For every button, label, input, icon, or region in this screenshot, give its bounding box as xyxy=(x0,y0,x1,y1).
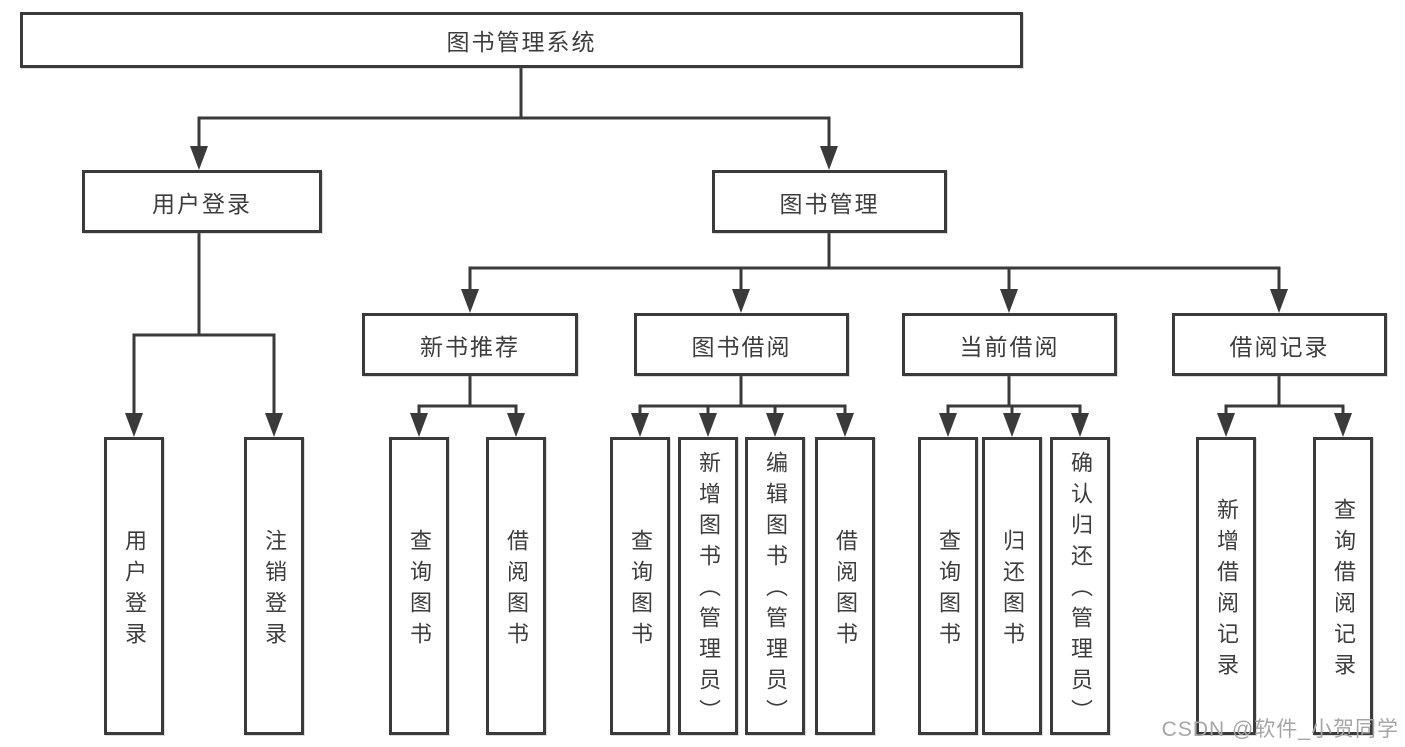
csdn-watermark: CSDN @软件_小贺同学 xyxy=(1161,718,1399,741)
leaf-label: 确认归还（管理员） xyxy=(1068,451,1093,730)
node-new-book-recommend: 新书推荐 xyxy=(362,313,578,376)
leaf-label: 查询图书 xyxy=(936,528,961,653)
edge-currentborrow-rail xyxy=(946,404,1082,418)
leaf-label: 查询图书 xyxy=(407,528,432,653)
leaf-label: 借阅图书 xyxy=(504,528,529,653)
arrowhead xyxy=(1000,289,1018,313)
leaf-return-book: 归还图书 xyxy=(982,437,1042,735)
arrowhead xyxy=(461,289,479,313)
leaf-confirm-return-admin: 确认归还（管理员） xyxy=(1050,437,1110,735)
arrowhead xyxy=(631,413,649,437)
arrowhead xyxy=(1071,413,1089,437)
edge-records-rail xyxy=(1224,404,1345,418)
arrowhead xyxy=(507,413,525,437)
arrowhead xyxy=(125,413,143,437)
edge-bookborrow-rail xyxy=(638,404,847,418)
arrowhead xyxy=(699,413,717,437)
node-book-borrow: 图书借阅 xyxy=(634,313,849,376)
leaf-label: 归还图书 xyxy=(1000,528,1025,653)
leaf-label: 用户登录 xyxy=(122,528,147,653)
arrowhead xyxy=(820,146,838,170)
arrowhead xyxy=(732,289,750,313)
leaf-label: 查询借阅记录 xyxy=(1331,497,1356,684)
arrowhead xyxy=(1003,413,1021,437)
node-book-management: 图书管理 xyxy=(712,170,947,233)
leaf-user-login: 用户登录 xyxy=(104,437,164,735)
node-current-borrow: 当前借阅 xyxy=(902,313,1117,376)
arrowhead xyxy=(410,413,428,437)
edge-bookmgmt-rail xyxy=(468,266,1281,292)
arrowhead xyxy=(836,413,854,437)
leaf-add-borrow-record: 新增借阅记录 xyxy=(1196,437,1256,735)
edge-root-rail xyxy=(197,116,831,150)
leaf-label: 借阅图书 xyxy=(833,528,858,653)
arrowhead xyxy=(766,413,784,437)
node-root-library-system: 图书管理系统 xyxy=(20,12,1023,68)
edge-userlogin-rail xyxy=(132,333,276,418)
leaf-query-borrow-record: 查询借阅记录 xyxy=(1313,437,1373,735)
leaf-label: 注销登录 xyxy=(262,528,287,653)
leaf-edit-book-admin: 编辑图书（管理员） xyxy=(745,437,805,735)
leaf-query-books-recommend: 查询图书 xyxy=(389,437,449,735)
arrowhead xyxy=(190,146,208,170)
node-borrow-records: 借阅记录 xyxy=(1172,313,1387,376)
leaf-logout: 注销登录 xyxy=(244,437,304,735)
leaf-label: 查询图书 xyxy=(628,528,653,653)
arrowhead xyxy=(265,413,283,437)
edge-newbook-rail xyxy=(417,404,518,418)
leaf-borrow-books: 借阅图书 xyxy=(815,437,875,735)
leaf-query-books-borrow: 查询图书 xyxy=(610,437,670,735)
leaf-label: 编辑图书（管理员） xyxy=(763,451,788,730)
leaf-query-books-current: 查询图书 xyxy=(918,437,978,735)
arrowhead xyxy=(939,413,957,437)
arrowhead xyxy=(1334,413,1352,437)
leaf-add-book-admin: 新增图书（管理员） xyxy=(678,437,738,735)
leaf-borrow-books-recommend: 借阅图书 xyxy=(486,437,546,735)
arrowhead xyxy=(1217,413,1235,437)
arrowhead xyxy=(1270,289,1288,313)
node-user-login: 用户登录 xyxy=(82,170,322,233)
leaf-label: 新增图书（管理员） xyxy=(696,451,721,730)
leaf-label: 新增借阅记录 xyxy=(1214,497,1239,684)
